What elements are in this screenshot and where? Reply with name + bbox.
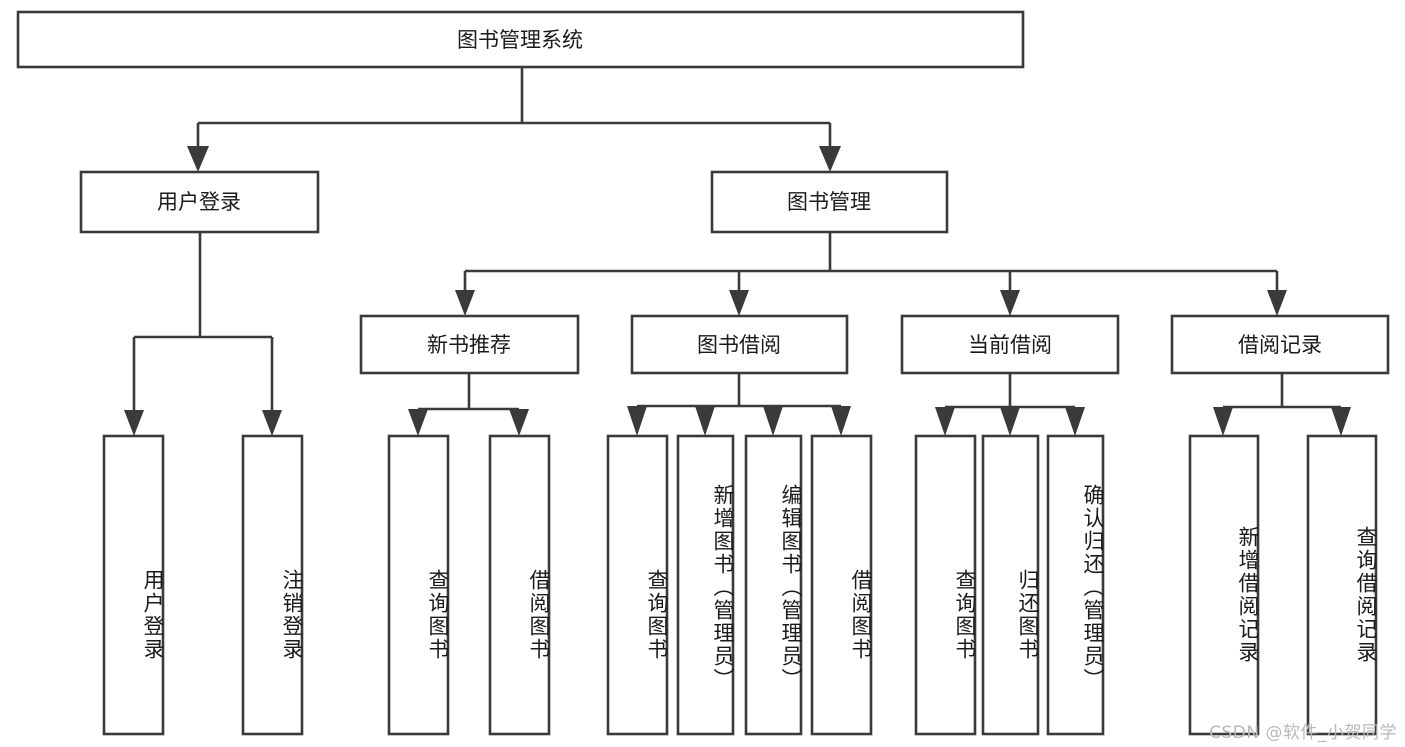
node-user-login-label: 用户登录: [157, 190, 241, 214]
leaf-box-borrow-book-2[interactable]: [810, 434, 873, 736]
arrow-head-leaf-query-book-2: [627, 406, 647, 436]
leaf-box-user-login[interactable]: [102, 434, 165, 736]
leaf-box-query-book-2[interactable]: [606, 434, 669, 736]
csdn-watermark: CSDN @软件_小贺同学: [1209, 723, 1397, 743]
connector-group-book-borrow: [627, 373, 851, 436]
leaf-box-confirm-return[interactable]: [1046, 434, 1105, 736]
arrow-head-leaf-user-login: [124, 410, 144, 436]
node-book-borrow-label: 图书借阅: [697, 333, 781, 357]
node-user-login-box[interactable]: [79, 170, 320, 234]
node-root-label: 图书管理系统: [457, 28, 583, 52]
node-new-book-recommend-label: 新书推荐: [427, 333, 511, 357]
arrow-head-book-borrow: [729, 290, 749, 316]
arrow-head-leaf-return-book: [1000, 407, 1020, 436]
node-root[interactable]: 图书管理系统: [16, 10, 1025, 69]
node-book-management-label: 图书管理: [787, 190, 871, 214]
leaf-box-query-record[interactable]: [1306, 434, 1378, 736]
arrow-head-current-borrow: [1000, 290, 1020, 316]
node-new-book-recommend[interactable]: 新书推荐: [359, 314, 580, 375]
node-book-borrow-box[interactable]: [630, 314, 849, 375]
connector-group-book-management: [455, 232, 1287, 316]
node-book-borrow[interactable]: 图书借阅: [630, 314, 849, 375]
leaf-box-edit-book[interactable]: [744, 434, 803, 736]
node-current-borrow-box[interactable]: [900, 314, 1120, 375]
arrow-head-borrow-record: [1267, 290, 1287, 316]
arrow-head-leaf-query-book-3: [935, 407, 955, 436]
arrow-head-leaf-query-book-1: [408, 409, 428, 436]
arrow-head-book-management: [819, 146, 841, 172]
connector-group-new-book-recommend: [408, 373, 529, 436]
leaf-box-query-book-1[interactable]: [387, 434, 450, 736]
node-new-book-recommend-box[interactable]: [359, 314, 580, 375]
leaf-box-add-book[interactable]: [676, 434, 735, 736]
arrow-head-new-book-recommend: [455, 290, 475, 316]
connector-group-borrow-record: [1213, 373, 1351, 436]
leaf-boxes-group: [102, 434, 1378, 736]
arrow-head-leaf-borrow-book-2: [831, 406, 851, 436]
connector-group-current-borrow: [935, 373, 1085, 436]
node-borrow-record-box[interactable]: [1170, 314, 1390, 375]
arrow-head-user-login: [187, 146, 209, 172]
node-borrow-record[interactable]: 借阅记录: [1170, 314, 1390, 375]
leaf-box-query-book-3[interactable]: [914, 434, 977, 736]
connector-group-root: [187, 67, 841, 172]
arrow-head-leaf-query-record: [1331, 407, 1351, 436]
node-current-borrow-label: 当前借阅: [968, 333, 1052, 357]
node-current-borrow[interactable]: 当前借阅: [900, 314, 1120, 375]
arrow-head-leaf-logout-login: [262, 410, 282, 436]
node-book-management-box[interactable]: [710, 170, 949, 234]
node-borrow-record-label: 借阅记录: [1238, 333, 1322, 357]
arrow-head-leaf-edit-book: [763, 406, 783, 436]
arrow-head-leaf-confirm-return: [1065, 407, 1085, 436]
leaf-box-borrow-book-1[interactable]: [488, 434, 551, 736]
arrow-head-leaf-add-record: [1213, 407, 1233, 436]
leaf-box-return-book[interactable]: [981, 434, 1040, 736]
leaf-box-logout-login[interactable]: [241, 434, 304, 736]
node-root-box[interactable]: [16, 10, 1025, 69]
node-book-management[interactable]: 图书管理: [710, 170, 949, 234]
arrow-head-leaf-add-book: [695, 406, 715, 436]
node-user-login[interactable]: 用户登录: [79, 170, 320, 234]
arrow-head-leaf-borrow-book-1: [509, 409, 529, 436]
leaf-box-add-record[interactable]: [1188, 434, 1260, 736]
connector-group-user-login: [124, 232, 282, 436]
